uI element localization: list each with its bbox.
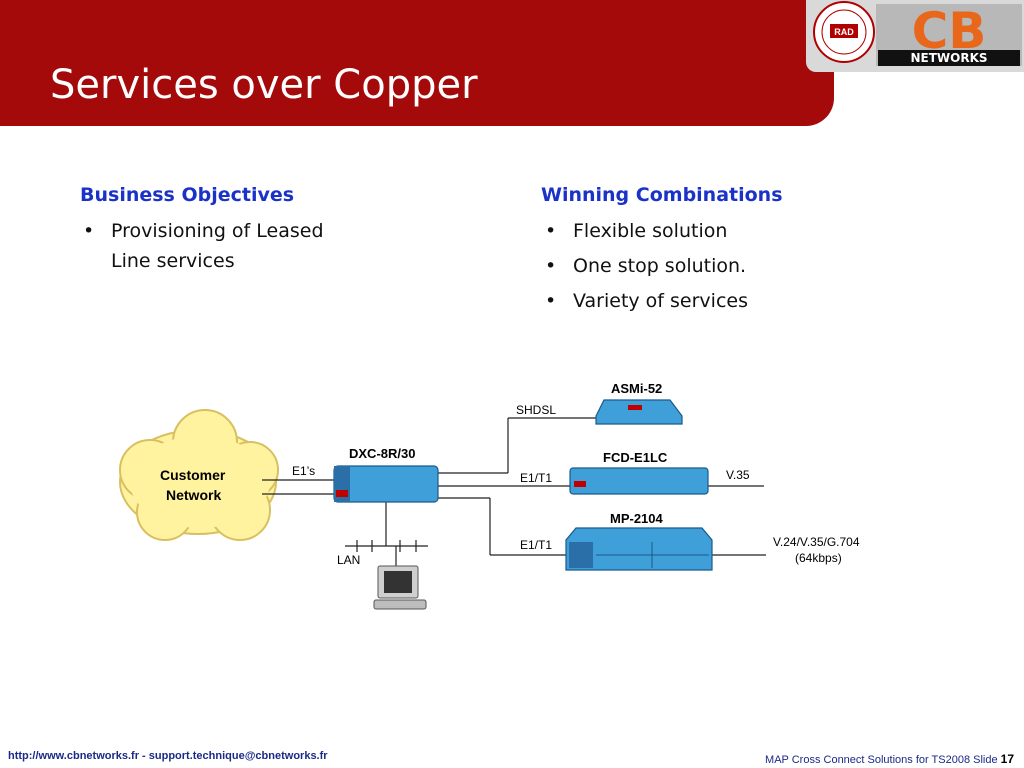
customer-network-cloud [119,409,279,541]
mp-label: MP-2104 [610,511,663,526]
rad-logo-icon [830,24,858,38]
connection-lines [262,417,766,566]
cloud-label-line2: Network [166,487,222,503]
business-objectives-heading: Business Objectives [80,184,295,206]
slide-number: 17 [1000,752,1014,766]
bullet-item-continuation: Line services [111,250,235,272]
footer-url: http://www.cbnetworks.fr - support.techn… [8,750,328,762]
cb-networks-logo: RAD CB NETWORKS [806,0,1024,72]
bullet-item: •Flexible solution [545,220,728,242]
bullet-item: •One stop solution. [545,255,747,277]
title-band [0,0,834,126]
v35-label: V.35 [726,468,750,482]
fcd-label: FCD-E1LC [603,450,668,465]
bullet-icon: • [545,220,557,242]
bullet-icon: • [545,255,557,277]
footer-caption: MAP Cross Connect Solutions for TS2008 S… [765,752,1014,766]
rad-badge-icon [336,490,348,497]
v24-label: V.24/V.35/G.704 [773,535,860,549]
shdsl-label: SHDSL [516,403,557,417]
asmi-label: ASMi-52 [611,381,663,396]
cloud-label-line1: Customer [160,467,226,483]
winning-combinations-heading: Winning Combinations [541,184,783,206]
rad-badge-icon [628,405,642,410]
lan-label: LAN [337,553,361,567]
bullet-icon: • [83,220,95,242]
slide-title: Services over Copper [50,62,478,108]
e1s-label: E1’s [292,464,316,478]
rad-logo-text: RAD [834,27,854,37]
networks-word: NETWORKS [910,51,987,65]
mp-2104-device [565,527,713,571]
kbps-label: (64kbps) [795,551,842,565]
asmi-52-device [595,399,683,425]
computer-terminal-icon [373,565,427,610]
rad-badge-icon [574,481,586,487]
e1t1-label-a: E1/T1 [520,471,553,485]
dxc-label: DXC-8R/30 [349,446,416,461]
bullet-icon: • [545,290,557,312]
fcd-e1lc-device [569,467,709,495]
bullet-item: •Provisioning of Leased [83,220,324,242]
dxc-8r-30-device [333,465,439,503]
bullet-item: •Variety of services [545,290,748,312]
e1t1-label-b: E1/T1 [520,538,553,552]
